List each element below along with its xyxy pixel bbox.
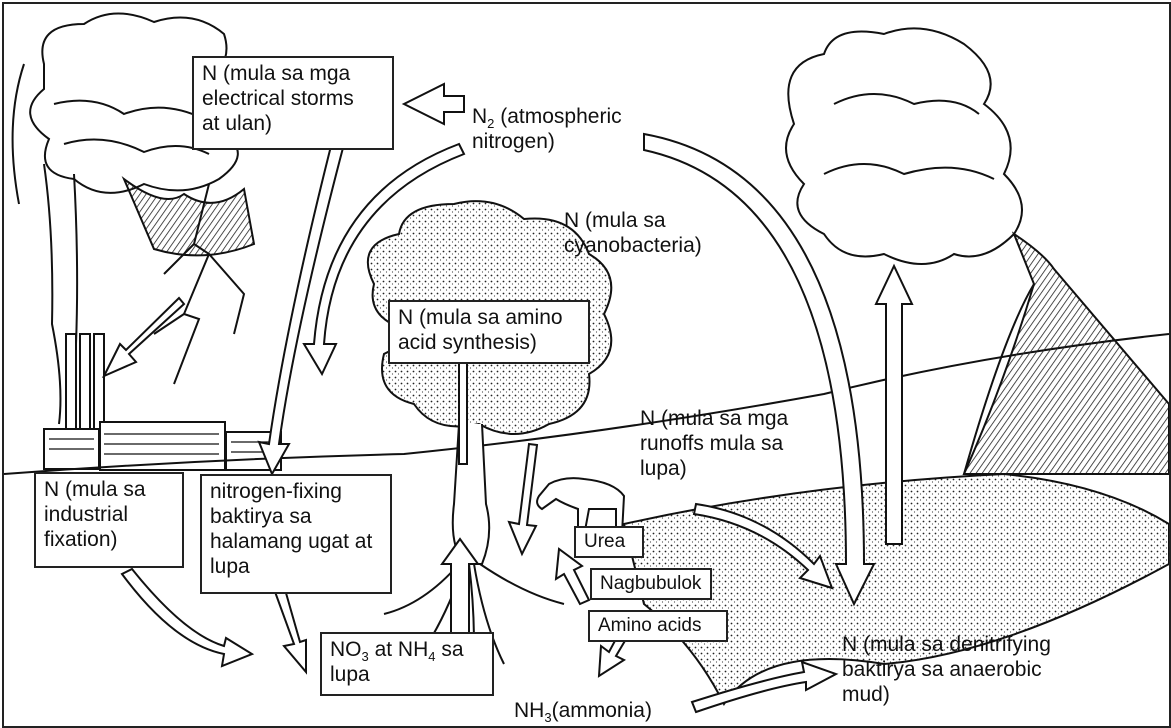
label-n2-symbol: N — [472, 105, 487, 128]
label-cyanobacteria: N (mula sa cyanobacteria) — [564, 208, 702, 258]
label-nitrogen-fixing-bacteria: nitrogen-fixing baktirya sa halamang uga… — [200, 474, 392, 594]
label-n2-text: (atmospheric nitrogen) — [472, 105, 622, 153]
factory-icon — [44, 334, 281, 470]
label-atmospheric-nitrogen: N2 (atmospheric nitrogen) — [472, 104, 622, 154]
arrow-icon — [274, 586, 306, 672]
arrow-icon — [509, 444, 537, 554]
label-amino-acids: Amino acids — [588, 610, 728, 642]
label-nh3-symbol: NH — [514, 699, 544, 722]
label-no3-symbol: NO — [330, 638, 362, 661]
label-ammonia-text: (ammonia) — [552, 699, 652, 722]
label-nh4-symbol: at NH — [369, 638, 429, 661]
label-urea: Urea — [574, 526, 644, 558]
arrow-icon — [404, 84, 464, 124]
label-no3-subscript: 3 — [362, 649, 369, 664]
label-ammonia: NH3(ammonia) — [514, 698, 652, 723]
arrow-icon — [104, 298, 184, 376]
label-no3-nh4-soil: NO3 at NH4 sa lupa — [320, 632, 494, 696]
label-nh3-subscript: 3 — [544, 710, 551, 725]
arrow-icon — [259, 142, 344, 474]
label-storm-nitrogen: N (mula sa mga electrical storms at ulan… — [192, 56, 394, 150]
label-denitrifying-bacteria: N (mula sa denitrifying baktirya sa anae… — [842, 632, 1051, 707]
label-amino-acid-synthesis: N (mula sa amino acid synthesis) — [388, 300, 590, 364]
label-industrial-fixation: N (mula sa industrial fixation) — [34, 472, 184, 568]
label-runoffs: N (mula sa mga runoffs mula sa lupa) — [640, 406, 788, 481]
label-decay: Nagbubulok — [590, 568, 712, 600]
